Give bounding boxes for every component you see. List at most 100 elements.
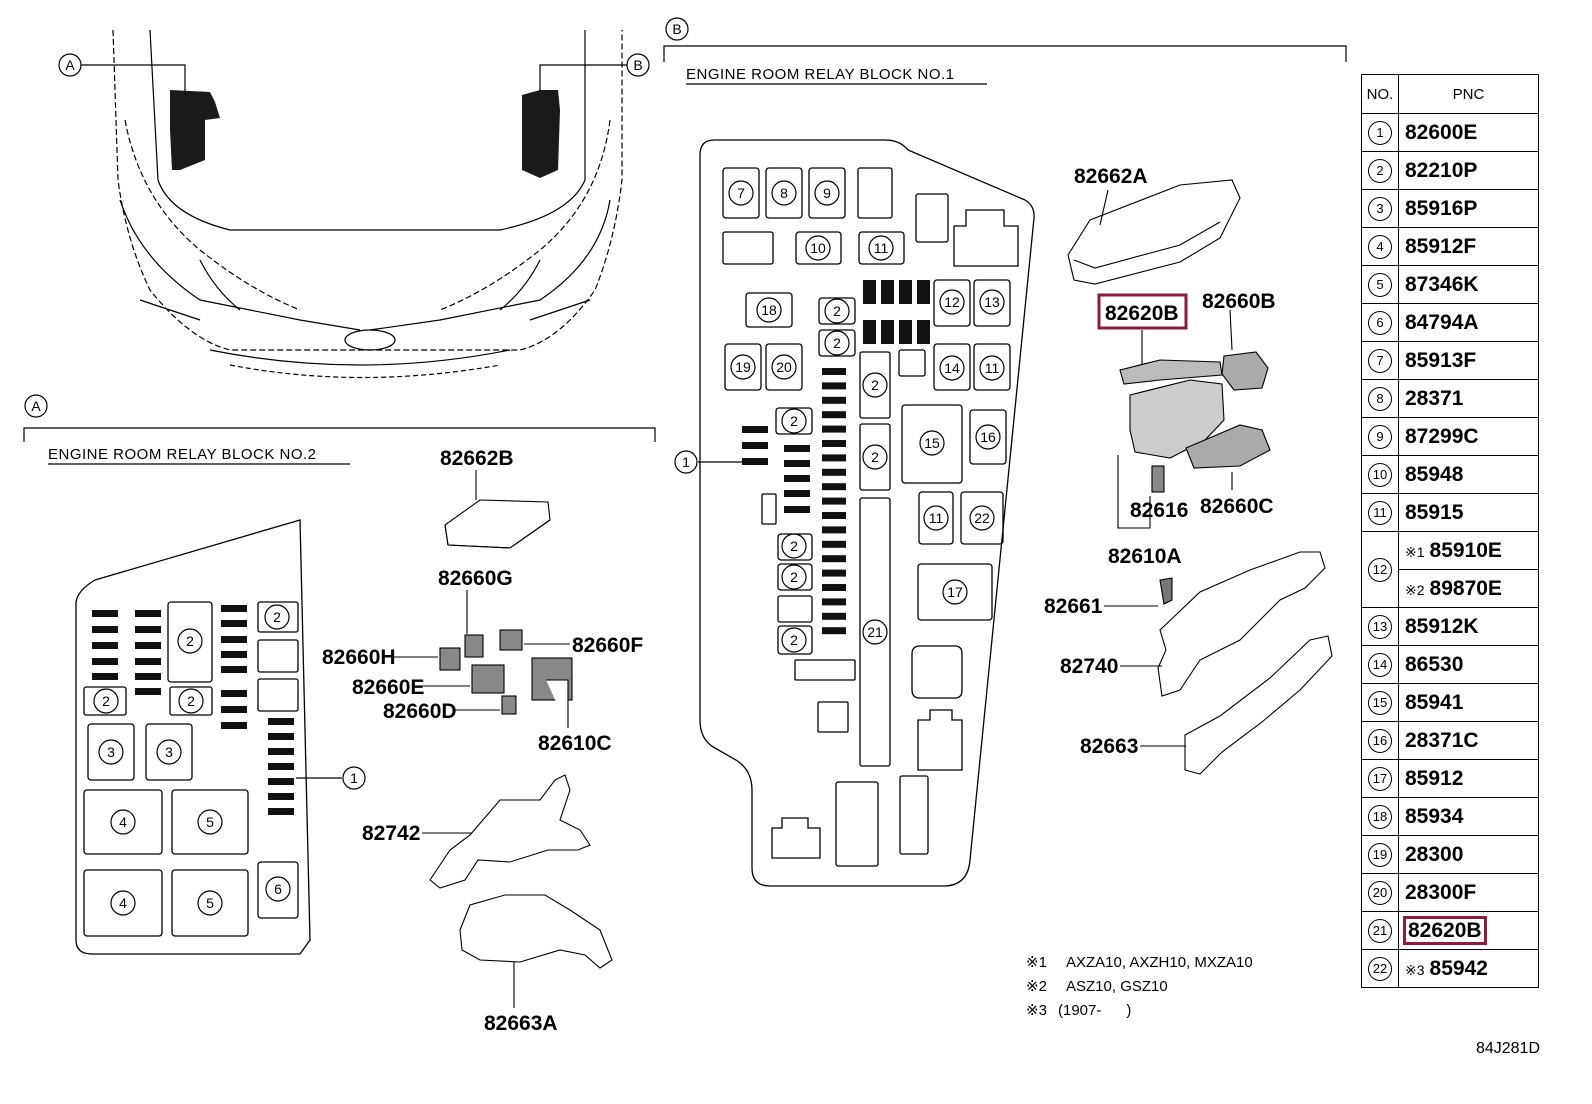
fuse-number-circle: [919, 430, 945, 456]
fuse-number-circle: [728, 180, 754, 206]
header-no: NO.: [1361, 74, 1399, 114]
tray-82663-shape: [1184, 635, 1333, 775]
fuse-number-circle: [177, 628, 203, 654]
label-82660B: 82660B: [1202, 290, 1276, 313]
fuse-number: 21: [867, 624, 883, 640]
fuse-number-circle: [98, 739, 124, 765]
row-pnc: 84794A: [1398, 303, 1539, 342]
row-no: 21: [1361, 911, 1399, 950]
row-pnc: 28371C: [1398, 721, 1539, 760]
row-no: 2: [1361, 151, 1399, 190]
label-82661: 82661: [1044, 595, 1103, 618]
fuse-bar: [822, 497, 846, 505]
fuse-number: 2: [102, 693, 110, 709]
fuse-number-circle: [110, 809, 136, 835]
row-pnc: 82600E: [1398, 113, 1539, 152]
fuse-bar: [822, 468, 846, 476]
label-82660D: 82660D: [383, 700, 457, 723]
label-82742: 82742: [362, 822, 420, 845]
fuse-bar: [822, 454, 846, 462]
fuse-number-circle: [814, 180, 840, 206]
row-pnc: 85912F: [1398, 227, 1539, 266]
fuse-number-circle: [781, 564, 807, 590]
row-no: 3: [1361, 189, 1399, 228]
callout-a-top: A: [58, 53, 186, 95]
row-pnc: 87346K: [1398, 265, 1539, 304]
fuse-number: 2: [790, 538, 798, 554]
fuse-number-circle: [862, 372, 888, 398]
fuse-number-circle: [862, 444, 888, 470]
fuse-bar: [822, 425, 846, 433]
row-no: 7: [1361, 341, 1399, 380]
label-82660H: 82660H: [322, 646, 396, 669]
rb1-parts: [1067, 179, 1333, 775]
car-front-illustration: [112, 29, 623, 379]
fuse-bar: [822, 612, 846, 620]
fuse-bar: [822, 598, 846, 606]
label-82660F: 82660F: [572, 634, 643, 657]
fuse-number-circle: [771, 180, 797, 206]
row-pnc: 85916P: [1398, 189, 1539, 228]
callout-b-top: B: [539, 53, 650, 92]
tray-82663a-shape: [459, 894, 613, 969]
rb2-part-labels: 82662B 82660G 82660H 82660F 82660E 82660…: [322, 447, 643, 1035]
label-82610C: 82610C: [538, 732, 612, 755]
fuse-number: 12: [944, 294, 960, 310]
fuse-bar: [822, 627, 846, 635]
row-no: 4: [1361, 227, 1399, 266]
relay-block-1-location: [522, 90, 560, 178]
fuse-number-circle: [939, 355, 965, 381]
relay-block-1-layout: [699, 139, 1035, 887]
row-no: 11: [1361, 493, 1399, 532]
row-pnc: 28300: [1398, 835, 1539, 874]
label-82610A: 82610A: [1108, 545, 1182, 568]
fuse-number: 19: [735, 359, 751, 375]
diagram-code: 84J281D: [1475, 1040, 1540, 1057]
fuse-number: 2: [790, 413, 798, 429]
fuse-number: 11: [985, 360, 1000, 376]
fuse-number-circle: [197, 809, 223, 835]
label-82740: 82740: [1060, 655, 1118, 678]
fuse-bar: [822, 584, 846, 591]
fuse-number-circle: [942, 579, 968, 605]
fuse-number: 2: [790, 569, 798, 585]
fuse-number-circle: [939, 289, 965, 315]
fuse-number-circle: [156, 739, 182, 765]
fuse-number: 14: [944, 360, 960, 376]
fuse-number-circle: [979, 289, 1005, 315]
fuse-number: 5: [206, 895, 214, 911]
fuse-number: 3: [165, 744, 173, 760]
row-pnc: 85912K: [1398, 607, 1539, 646]
header-pnc: PNC: [1398, 74, 1539, 114]
rb1-fuse-bars: [742, 280, 930, 513]
fuse-bar: [822, 555, 846, 563]
fuse-bar: [822, 540, 846, 548]
rb2-parts: [394, 470, 613, 1008]
fuse-number-circle: [824, 330, 850, 356]
row-no: 14: [1361, 645, 1399, 684]
fuse-number-circle: [110, 890, 136, 916]
row-pnc: 85941: [1398, 683, 1539, 722]
fuse-number-circle: [868, 235, 894, 261]
row-no: 6: [1361, 303, 1399, 342]
fuse-number-circle: [975, 424, 1001, 450]
svg-text:※1: ※1: [1026, 954, 1047, 971]
fuse-number: 17: [947, 584, 963, 600]
svg-text:A: A: [65, 57, 75, 73]
fuse-number-circle: [969, 505, 995, 531]
note-3: (1907- ): [1058, 1002, 1131, 1019]
svg-text:※2: ※2: [1026, 978, 1047, 995]
